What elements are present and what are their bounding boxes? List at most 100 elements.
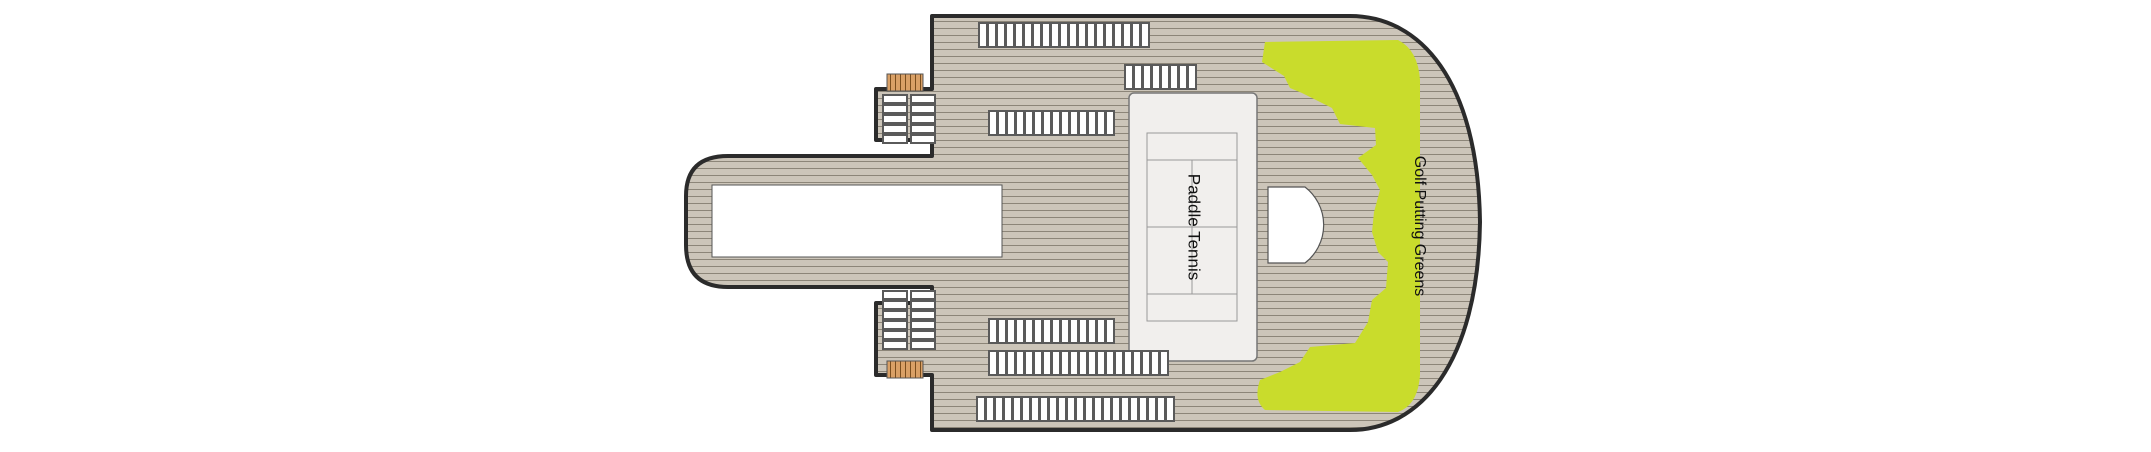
lounger — [912, 322, 934, 328]
loungers-side-top-right — [910, 94, 936, 144]
lounger — [1098, 320, 1104, 342]
lounger — [1153, 66, 1159, 88]
paddle-tennis-label: Paddle Tennis — [1185, 174, 1204, 281]
lounger — [999, 112, 1005, 134]
loungers-side-bottom-left — [882, 290, 908, 350]
stairs-bottom[interactable] — [886, 360, 924, 379]
arch-opening — [1267, 186, 1325, 264]
lounger — [884, 116, 906, 122]
lounger — [1125, 352, 1131, 374]
sun-loungers — [882, 22, 1197, 422]
lounger — [1053, 320, 1059, 342]
lounger — [1104, 398, 1110, 420]
lounger — [1044, 352, 1050, 374]
stairs-top[interactable] — [886, 73, 924, 92]
lounger — [1107, 352, 1113, 374]
lounger — [1062, 320, 1068, 342]
lounger — [1077, 398, 1083, 420]
lounger — [1180, 66, 1186, 88]
lounger — [884, 312, 906, 318]
lounger — [1107, 112, 1113, 134]
lounger — [884, 96, 906, 102]
lounger — [990, 320, 996, 342]
lounger — [1161, 352, 1167, 374]
lounger — [912, 96, 934, 102]
lounger — [1115, 24, 1121, 46]
lounger — [996, 398, 1002, 420]
lounger — [999, 320, 1005, 342]
lounger — [1050, 398, 1056, 420]
lounger — [1062, 112, 1068, 134]
lounger — [1144, 66, 1150, 88]
lounger — [1095, 398, 1101, 420]
lounger — [1097, 24, 1103, 46]
lounger — [1079, 24, 1085, 46]
lounger — [998, 24, 1004, 46]
lounger — [1023, 398, 1029, 420]
lounger — [1070, 24, 1076, 46]
lounger — [884, 332, 906, 338]
lounger — [1152, 352, 1158, 374]
lounger — [1116, 352, 1122, 374]
golf-putting-greens-label: Golf Putting Greens — [1411, 156, 1428, 297]
lounger — [1089, 320, 1095, 342]
lounger — [1124, 24, 1130, 46]
lounger — [1113, 398, 1119, 420]
lounger — [990, 352, 996, 374]
lounger — [1080, 112, 1086, 134]
loungers-upper-left-row — [988, 110, 1115, 136]
lounger — [1098, 352, 1104, 374]
lounger — [1026, 320, 1032, 342]
lounger — [1053, 352, 1059, 374]
court-lines — [1146, 132, 1238, 322]
lounger — [1035, 352, 1041, 374]
lounger — [912, 312, 934, 318]
lounger — [912, 302, 934, 308]
lounger — [1008, 320, 1014, 342]
lounger — [1088, 24, 1094, 46]
lounger — [999, 352, 1005, 374]
lounger — [912, 342, 934, 348]
lounger — [1131, 398, 1137, 420]
lounger — [1086, 398, 1092, 420]
lounger — [990, 112, 996, 134]
lounger — [884, 322, 906, 328]
lounger — [884, 302, 906, 308]
lounger — [1071, 112, 1077, 134]
lounger — [1026, 112, 1032, 134]
lounger — [1089, 352, 1095, 374]
lounger — [884, 126, 906, 132]
lounger — [978, 398, 984, 420]
lounger — [1035, 112, 1041, 134]
lounger — [1005, 398, 1011, 420]
lounger — [1014, 398, 1020, 420]
lounger — [1068, 398, 1074, 420]
lounger — [1044, 112, 1050, 134]
deck-opening — [711, 184, 1003, 258]
lounger — [1142, 24, 1148, 46]
loungers-lower-row-2 — [988, 350, 1169, 376]
lounger — [1034, 24, 1040, 46]
lounger — [1135, 66, 1141, 88]
lounger — [1062, 352, 1068, 374]
lounger — [1133, 24, 1139, 46]
lounger — [1143, 352, 1149, 374]
lounger — [1008, 352, 1014, 374]
lounger — [1134, 352, 1140, 374]
lounger — [912, 116, 934, 122]
lounger — [884, 106, 906, 112]
lounger — [1122, 398, 1128, 420]
lounger — [884, 292, 906, 298]
lounger — [1162, 66, 1168, 88]
lounger — [1167, 398, 1173, 420]
lounger — [1035, 320, 1041, 342]
lounger — [1171, 66, 1177, 88]
lounger — [1059, 398, 1065, 420]
lounger — [980, 24, 986, 46]
lounger — [1158, 398, 1164, 420]
lounger — [912, 136, 934, 142]
lounger — [1106, 24, 1112, 46]
lounger — [1026, 352, 1032, 374]
loungers-upper-right-row — [1124, 64, 1197, 90]
lounger — [1017, 320, 1023, 342]
